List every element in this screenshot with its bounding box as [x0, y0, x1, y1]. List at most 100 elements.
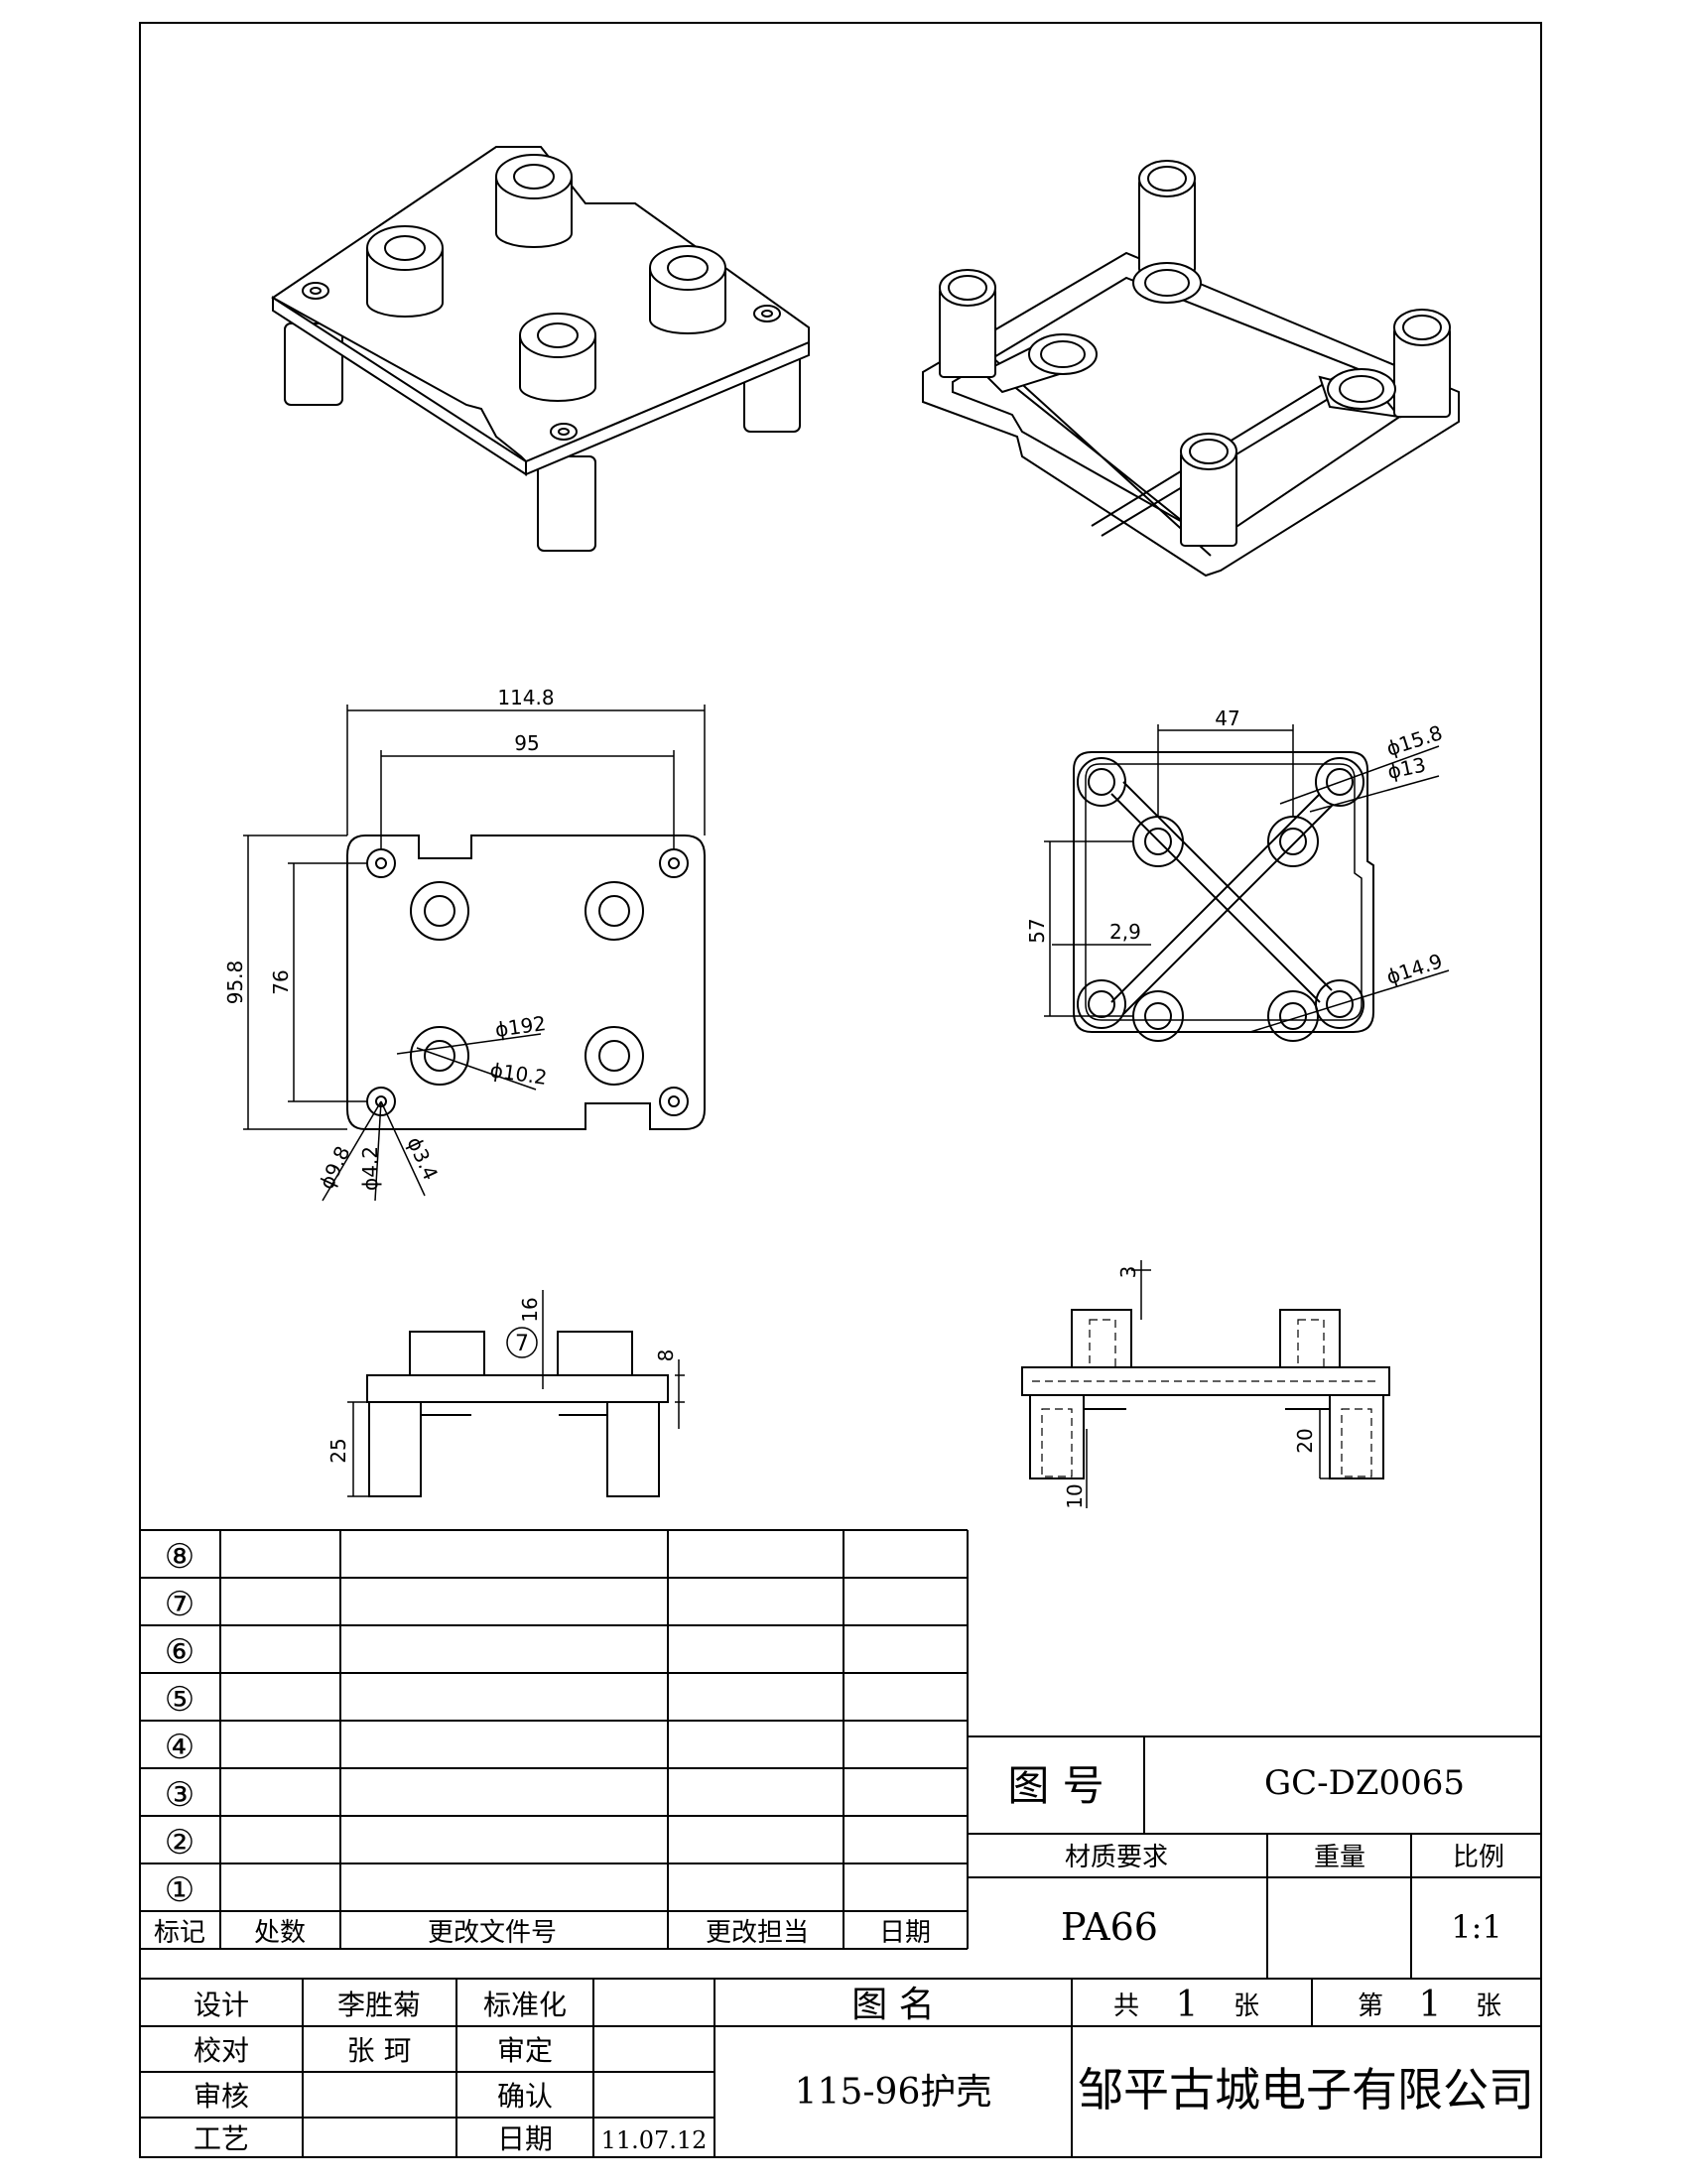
ring-circle	[1267, 816, 1319, 867]
approve-label: 审定	[497, 2034, 553, 2067]
isometric-view-top	[271, 146, 810, 552]
boss	[495, 154, 573, 248]
part-name: 115-96护壳	[795, 2072, 992, 2113]
tube	[939, 269, 996, 378]
material-label: 材质要求	[1065, 1843, 1168, 1872]
boss-circle	[410, 1026, 469, 1086]
process-label: 工艺	[194, 2122, 249, 2155]
dim-hole-spacing-y: 76	[269, 969, 293, 994]
top-view-outline	[346, 835, 706, 1130]
header-date: 日期	[879, 1918, 931, 1948]
company-name: 邹平古城电子有限公司	[1078, 2063, 1534, 2117]
tube-circle	[1077, 757, 1126, 807]
rib	[1110, 793, 1333, 1015]
ring-circle	[1132, 990, 1184, 1042]
leg-side	[606, 1401, 660, 1497]
header-count: 处数	[254, 1918, 306, 1948]
dim-boss-spacing-y: 57	[1025, 918, 1049, 943]
dim-post-inner: ϕ3.4	[402, 1133, 443, 1184]
total-prefix: 共	[1113, 1991, 1139, 2021]
tube-circle	[1315, 757, 1364, 807]
rib	[991, 356, 1212, 557]
date-value: 11.07.12	[601, 2126, 708, 2154]
material-value: PA66	[1061, 1905, 1158, 1949]
revision-mark: ⑤	[165, 1680, 195, 1720]
dim-plate-thickness: 8	[654, 1349, 678, 1362]
boss	[649, 245, 726, 334]
dim-ring: ϕ14.9	[1383, 949, 1445, 989]
top-view: 114.8 95 95.8 76 ϕ192 ϕ10.2 ϕ9.8 ϕ4.2 ϕ3…	[223, 686, 706, 1202]
leg-section	[1029, 1394, 1085, 1479]
dim-height-overall: 95.8	[223, 961, 247, 1005]
boss-circle	[410, 881, 469, 941]
dim-leg-depth: 20	[1293, 1428, 1317, 1453]
revision-mark: ④	[165, 1728, 195, 1767]
dim-boss-inner: ϕ10.2	[488, 1058, 549, 1090]
drawing-no: GC-DZ0065	[1264, 1763, 1465, 1803]
revision-mark: ⑦	[165, 1585, 195, 1624]
revision-mark: ⑥	[165, 1632, 195, 1672]
dim-width-overall: 114.8	[497, 686, 554, 709]
bottom-view-inner	[1085, 763, 1363, 1021]
tube	[1138, 160, 1196, 274]
dim-wall: 2,9	[1109, 920, 1141, 944]
dim-boss-outer: ϕ192	[493, 1011, 547, 1042]
balloon-callout	[506, 1327, 538, 1358]
dim-post-outer: ϕ9.8	[315, 1142, 355, 1193]
total-sheets: 1	[1176, 1985, 1199, 2025]
ring-circle	[1267, 990, 1319, 1042]
designer: 李胜菊	[337, 1989, 421, 2021]
plate-side	[366, 1374, 669, 1403]
mount-hole	[659, 848, 689, 878]
sheet-no: 1	[1419, 1985, 1442, 2025]
tube-circle	[1077, 979, 1126, 1029]
dim-rim: 3	[1116, 1266, 1140, 1279]
standard-label: 标准化	[483, 1989, 567, 2021]
section-view: 3 20 10	[1021, 1260, 1390, 1509]
total-suffix: 张	[1234, 1991, 1259, 2021]
boss	[366, 225, 444, 318]
date-label: 日期	[497, 2122, 553, 2155]
tube	[1393, 309, 1451, 418]
dim-leg-gap: 10	[1063, 1483, 1087, 1508]
drawing-no-label: 图 号	[1007, 1761, 1104, 1810]
checker: 张 珂	[347, 2034, 412, 2067]
revision-headers: 标记 处数 更改文件号 更改担当 日期	[154, 1918, 931, 1948]
sheet-prefix: 第	[1358, 1991, 1383, 2021]
design-label: 设计	[194, 1989, 249, 2021]
sheet-border	[139, 22, 1542, 2158]
check-label: 校对	[194, 2034, 249, 2067]
confirm-label: 确认	[497, 2080, 553, 2113]
header-doc-no: 更改文件号	[428, 1918, 557, 1948]
tube	[1180, 433, 1237, 547]
scale-value: 1:1	[1451, 1908, 1502, 1946]
title-block-text: 图 号 GC-DZ0065 材质要求 重量 比例 PA66 1:1 设计 李胜菊…	[194, 1761, 1534, 2155]
header-mark: 标记	[154, 1918, 205, 1948]
front-view: 7 16 8 25	[326, 1290, 685, 1497]
header-signer: 更改担当	[706, 1918, 809, 1948]
tube-section	[1071, 1309, 1132, 1368]
leg-section	[1329, 1394, 1384, 1479]
boss-circle	[584, 1026, 644, 1086]
dim-boss-spacing: 47	[1215, 707, 1239, 730]
dim-post-mid: ϕ4.2	[358, 1146, 382, 1191]
name-label: 图 名	[851, 1985, 934, 2025]
tube-section	[1279, 1309, 1341, 1368]
balloon-number: 7	[515, 1332, 529, 1356]
revision-mark: ②	[165, 1823, 195, 1863]
leg-side	[368, 1401, 422, 1497]
leg	[537, 455, 596, 552]
dim-boss-height: 16	[518, 1297, 542, 1322]
boss-side	[557, 1331, 633, 1376]
revision-mark: ⑧	[165, 1537, 195, 1577]
mount-hole	[366, 848, 396, 878]
bottom-view-outer	[1073, 751, 1374, 1033]
revision-mark: ③	[165, 1775, 195, 1815]
mount-hole	[659, 1087, 689, 1116]
boss	[519, 313, 596, 402]
review-label: 审核	[194, 2080, 249, 2113]
dim-hole-spacing-x: 95	[514, 731, 539, 755]
weight-label: 重量	[1314, 1843, 1365, 1872]
bottom-view: 47 ϕ15.8 ϕ13 57 2,9 ϕ14.9	[1025, 707, 1450, 1042]
